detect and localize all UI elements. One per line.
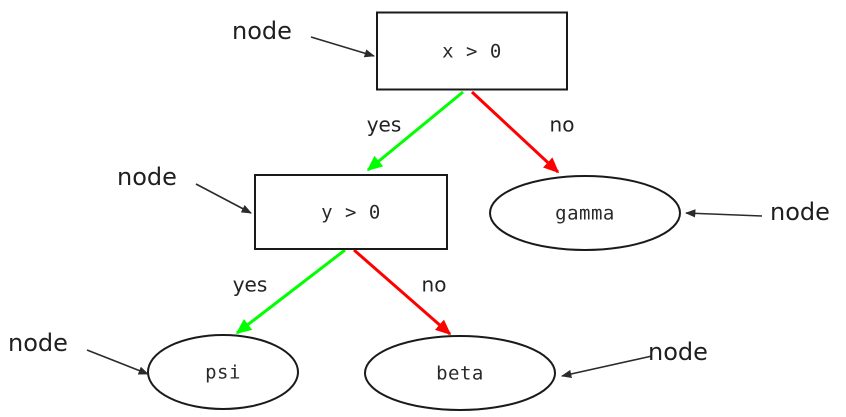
edge-line-inner-yes <box>235 248 346 335</box>
edge-label-root-yes: yes <box>367 113 402 137</box>
ann-psi-pointer <box>86 349 149 375</box>
node-beta[interactable]: beta <box>364 335 556 411</box>
node-inner[interactable]: y > 0 <box>254 174 448 250</box>
nodes-layer: x > 0 y > 0 gamma psi beta <box>147 11 681 411</box>
node-shape-root[interactable] <box>376 11 568 91</box>
annotations-layer: node node node node node <box>8 17 830 379</box>
ann-inner-text: node <box>117 163 177 191</box>
ann-gamma-text: node <box>770 198 830 226</box>
edge-inner-no: no <box>353 248 452 336</box>
ann-inner-pointer <box>195 183 252 214</box>
ann-gamma-pointer <box>684 209 763 218</box>
edges-layer: yes no yes no <box>233 90 575 336</box>
edge-label-inner-no: no <box>422 273 447 297</box>
edge-line-root-yes <box>366 90 464 172</box>
ann-root: node <box>232 17 375 58</box>
node-shape-beta[interactable] <box>364 335 556 411</box>
ann-beta-pointer <box>560 355 653 379</box>
edge-line-root-no <box>470 90 560 174</box>
ann-beta-text: node <box>648 338 708 366</box>
node-label-beta: beta <box>436 363 484 385</box>
node-gamma[interactable]: gamma <box>489 175 681 251</box>
node-label-root: x > 0 <box>442 41 502 63</box>
edge-root-yes: yes <box>366 90 464 172</box>
edge-inner-yes: yes <box>233 248 346 335</box>
node-shape-gamma[interactable] <box>489 175 681 251</box>
ann-psi: node <box>8 329 149 375</box>
edge-label-root-no: no <box>550 113 575 137</box>
ann-root-text: node <box>232 17 292 45</box>
edge-line-inner-no <box>353 248 452 336</box>
node-label-gamma: gamma <box>555 203 615 225</box>
ann-gamma: node <box>684 198 830 226</box>
edge-label-inner-yes: yes <box>233 273 268 297</box>
ann-beta: node <box>560 338 708 379</box>
node-psi[interactable]: psi <box>147 334 299 410</box>
ann-psi-text: node <box>8 329 68 357</box>
node-label-inner: y > 0 <box>321 202 381 224</box>
node-label-psi: psi <box>205 362 241 384</box>
node-shape-inner[interactable] <box>254 174 448 250</box>
edge-root-no: no <box>470 90 575 174</box>
ann-inner: node <box>117 163 252 214</box>
node-root[interactable]: x > 0 <box>376 11 568 91</box>
ann-root-pointer <box>310 36 375 58</box>
